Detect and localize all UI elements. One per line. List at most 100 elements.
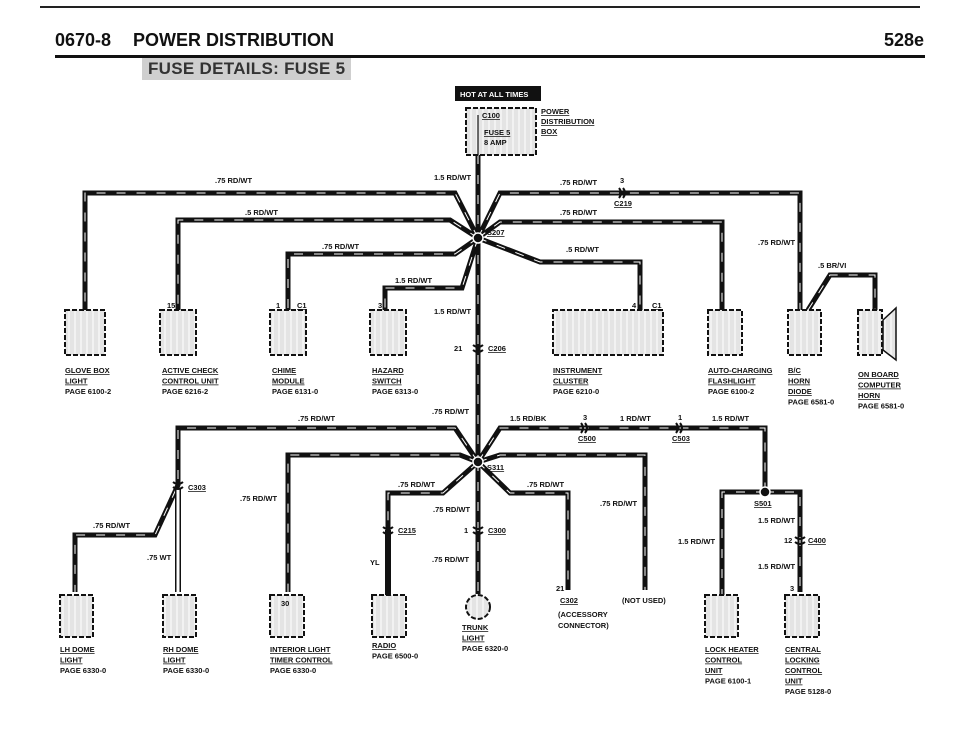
component-name: RH DOME — [163, 645, 198, 654]
wire-label-s501-feed: 1.5 RD/WT — [712, 414, 750, 423]
component-page-ref: PAGE 6313-0 — [372, 387, 418, 396]
accessory-connector-label: (ACCESSORY — [558, 610, 608, 619]
component-name: DIODE — [788, 387, 812, 396]
power-box-label: BOX — [541, 127, 557, 136]
wire-label-radio-top: .75 RD/WT — [398, 480, 436, 489]
component-name: LIGHT — [65, 377, 88, 386]
splice-s207-icon — [472, 232, 484, 244]
component-name: INTERIOR LIGHT — [270, 645, 331, 654]
components — [59, 86, 897, 638]
component-8-box — [59, 594, 94, 638]
component-name: TIMER CONTROL — [270, 656, 333, 665]
wire-label-accessory: .75 RD/WT — [527, 480, 565, 489]
wire-acc — [175, 217, 480, 310]
component-name: AUTO-CHARGING — [708, 366, 773, 375]
wire-label-acc: .5 RD/WT — [245, 208, 278, 217]
component-name: CHIME — [272, 366, 296, 375]
wire-label-trunk-mid: 1.5 RD/WT — [434, 307, 472, 316]
wire-label-c219: .75 RD/WT — [560, 178, 598, 187]
wire-radio — [385, 460, 480, 530]
wire-label-central-top: 1.5 RD/WT — [758, 516, 796, 525]
connector-pin: 21 — [556, 584, 564, 593]
component-page-ref: PAGE 6210-0 — [553, 387, 599, 396]
connector-icon — [794, 536, 806, 545]
power-box-label: DISTRIBUTION — [541, 117, 594, 126]
splice-id: S501 — [754, 499, 772, 508]
connector-icon — [382, 526, 394, 535]
wire-hazard — [382, 237, 481, 310]
hot-at-all-times-badge — [455, 86, 541, 101]
wire-label-trunk-low: .75 RD/WT — [432, 407, 470, 416]
wire-label-dome-top: .75 RD/WT — [298, 414, 336, 423]
wire-label-trunk-light-top: .75 RD/WT — [433, 505, 471, 514]
component-name: INSTRUMENT — [553, 366, 603, 375]
wire-label-chime: .75 RD/WT — [322, 242, 360, 251]
component-9-box — [162, 594, 197, 638]
wire-label-radio-low: YL — [370, 558, 380, 567]
component-5-box — [707, 309, 743, 356]
model-label: 528e — [883, 30, 924, 50]
header-rule — [55, 55, 925, 58]
connector-pin: 1 — [464, 526, 468, 535]
component-1-box — [159, 309, 197, 356]
connector-id: C215 — [398, 526, 416, 535]
wire-label-hazard: 1.5 RD/WT — [395, 276, 433, 285]
connector-icon — [172, 481, 184, 490]
wire-accessory — [476, 460, 571, 590]
wire-s501 — [475, 425, 768, 492]
component-name: RADIO — [372, 641, 396, 650]
wire-label-rh-dome: .75 WT — [147, 553, 172, 562]
splice-id: S311 — [487, 463, 504, 472]
connector-icon — [675, 422, 683, 434]
wire-label-obc: .5 BR/VI — [818, 261, 846, 270]
component-page-ref: PAGE 6100-2 — [65, 387, 111, 396]
component-13-box — [704, 594, 739, 638]
component-name: HORN — [788, 377, 810, 386]
wire-label-interior: .75 RD/WT — [240, 494, 278, 503]
labels: HOT AT ALL TIMESPOWERDISTRIBUTIONBOXC100… — [60, 90, 904, 696]
connector-icon — [580, 422, 588, 434]
wire-label-lh-dome: .75 RD/WT — [93, 521, 131, 530]
fuse-rating: 8 AMP — [484, 138, 507, 147]
wire-label-trunk-light-low: .75 RD/WT — [432, 555, 470, 564]
component-2-box — [269, 309, 307, 356]
component-7-box — [857, 309, 883, 356]
connector-pin: 30 — [281, 599, 289, 608]
component-name: TRUNK — [462, 623, 489, 632]
trunk-light-bulb-icon — [465, 594, 491, 620]
wire-label-glove: .75 RD/WT — [215, 176, 253, 185]
component-page-ref: PAGE 6330-0 — [270, 666, 316, 675]
connector-id: C206 — [488, 344, 506, 353]
component-4-box — [552, 309, 664, 356]
connector-id: C300 — [488, 526, 506, 535]
connector-id: C500 — [578, 434, 596, 443]
wire-label-autochg: .75 RD/WT — [560, 208, 598, 217]
connector-icon — [472, 344, 484, 353]
wire-label-c500: 1.5 RD/BK — [510, 414, 547, 423]
connector-id: C303 — [188, 483, 206, 492]
wire-glove — [82, 190, 481, 310]
connector-pin: 3 — [583, 413, 587, 422]
component-name: GLOVE BOX — [65, 366, 110, 375]
component-name: ACTIVE CHECK — [162, 366, 219, 375]
component-page-ref: PAGE 6581-0 — [788, 398, 834, 407]
accessory-connector-label: CONNECTOR) — [558, 621, 609, 630]
connector-pin: 3 — [790, 584, 794, 593]
component-name: CONTROL UNIT — [162, 377, 219, 386]
component-name: HORN — [858, 391, 880, 400]
wire-cluster — [477, 235, 643, 310]
component-name: LOCK HEATER — [705, 645, 759, 654]
power-box-label: POWER — [541, 107, 570, 116]
component-page-ref: PAGE 6216-2 — [162, 387, 208, 396]
connector-id: C219 — [614, 199, 632, 208]
component-name: CONTROL — [705, 656, 742, 665]
hot-at-all-times-label: HOT AT ALL TIMES — [460, 90, 528, 99]
connector-pin: 1 — [678, 413, 682, 422]
component-page-ref: PAGE 6330-0 — [163, 666, 209, 675]
wire-label-central-low: 1.5 RD/WT — [758, 562, 796, 571]
wire-not-used — [477, 452, 648, 590]
component-name: CONTROL — [785, 666, 822, 675]
splice-id: S207 — [487, 228, 505, 237]
component-name: CENTRAL — [785, 645, 821, 654]
